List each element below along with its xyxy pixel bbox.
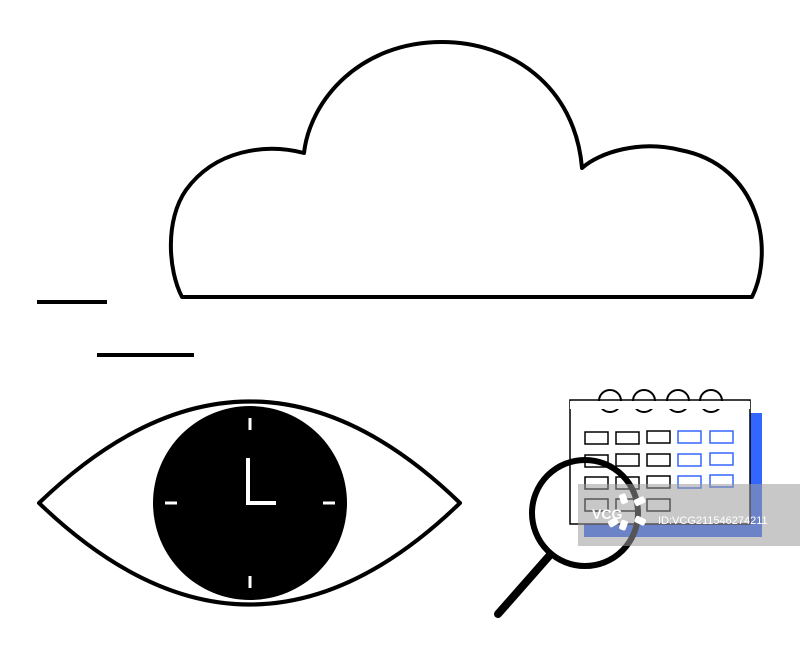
clock-hands [246,458,276,505]
watermark-brand: VCG [592,506,622,522]
cloud-icon [168,40,764,299]
clock-icon [153,406,347,600]
watermark-logo-icon [607,493,647,531]
eye-icon [37,399,462,607]
motion-lines [37,300,194,357]
watermark-id: ID:VCG211546274211 [658,515,768,527]
watermark: VCG ID:VCG211546274211 [578,484,800,546]
